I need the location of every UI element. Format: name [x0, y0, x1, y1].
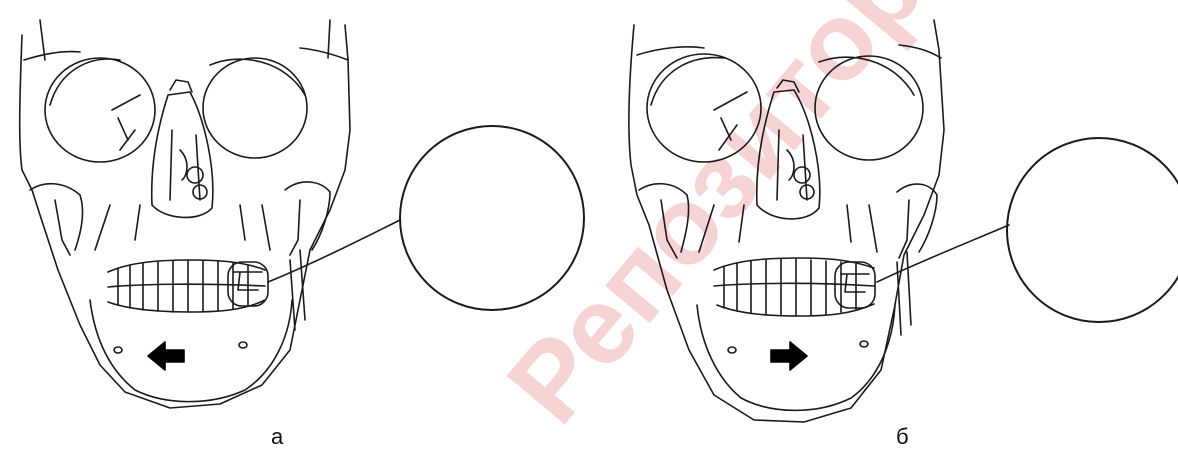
panel-a: а — [0, 0, 589, 465]
arrow-left-icon — [148, 342, 184, 370]
right-orbit — [815, 56, 923, 160]
magnified-circle — [1007, 138, 1178, 322]
right-orbit — [203, 58, 307, 158]
panel-label-a: а — [271, 424, 283, 450]
magnified-circle — [400, 126, 584, 310]
nasal-cavity — [757, 90, 820, 219]
panel-b: б — [589, 0, 1178, 465]
arrow-right-icon — [771, 342, 807, 370]
leader-line — [877, 225, 1009, 282]
skull-frontal-drawing — [0, 0, 589, 465]
leader-line — [268, 220, 400, 282]
upper-teeth — [714, 258, 874, 270]
left-orbit — [647, 54, 761, 162]
panel-label-b: б — [896, 424, 909, 450]
skull-frontal-drawing — [589, 0, 1178, 465]
left-orbit — [45, 58, 155, 162]
